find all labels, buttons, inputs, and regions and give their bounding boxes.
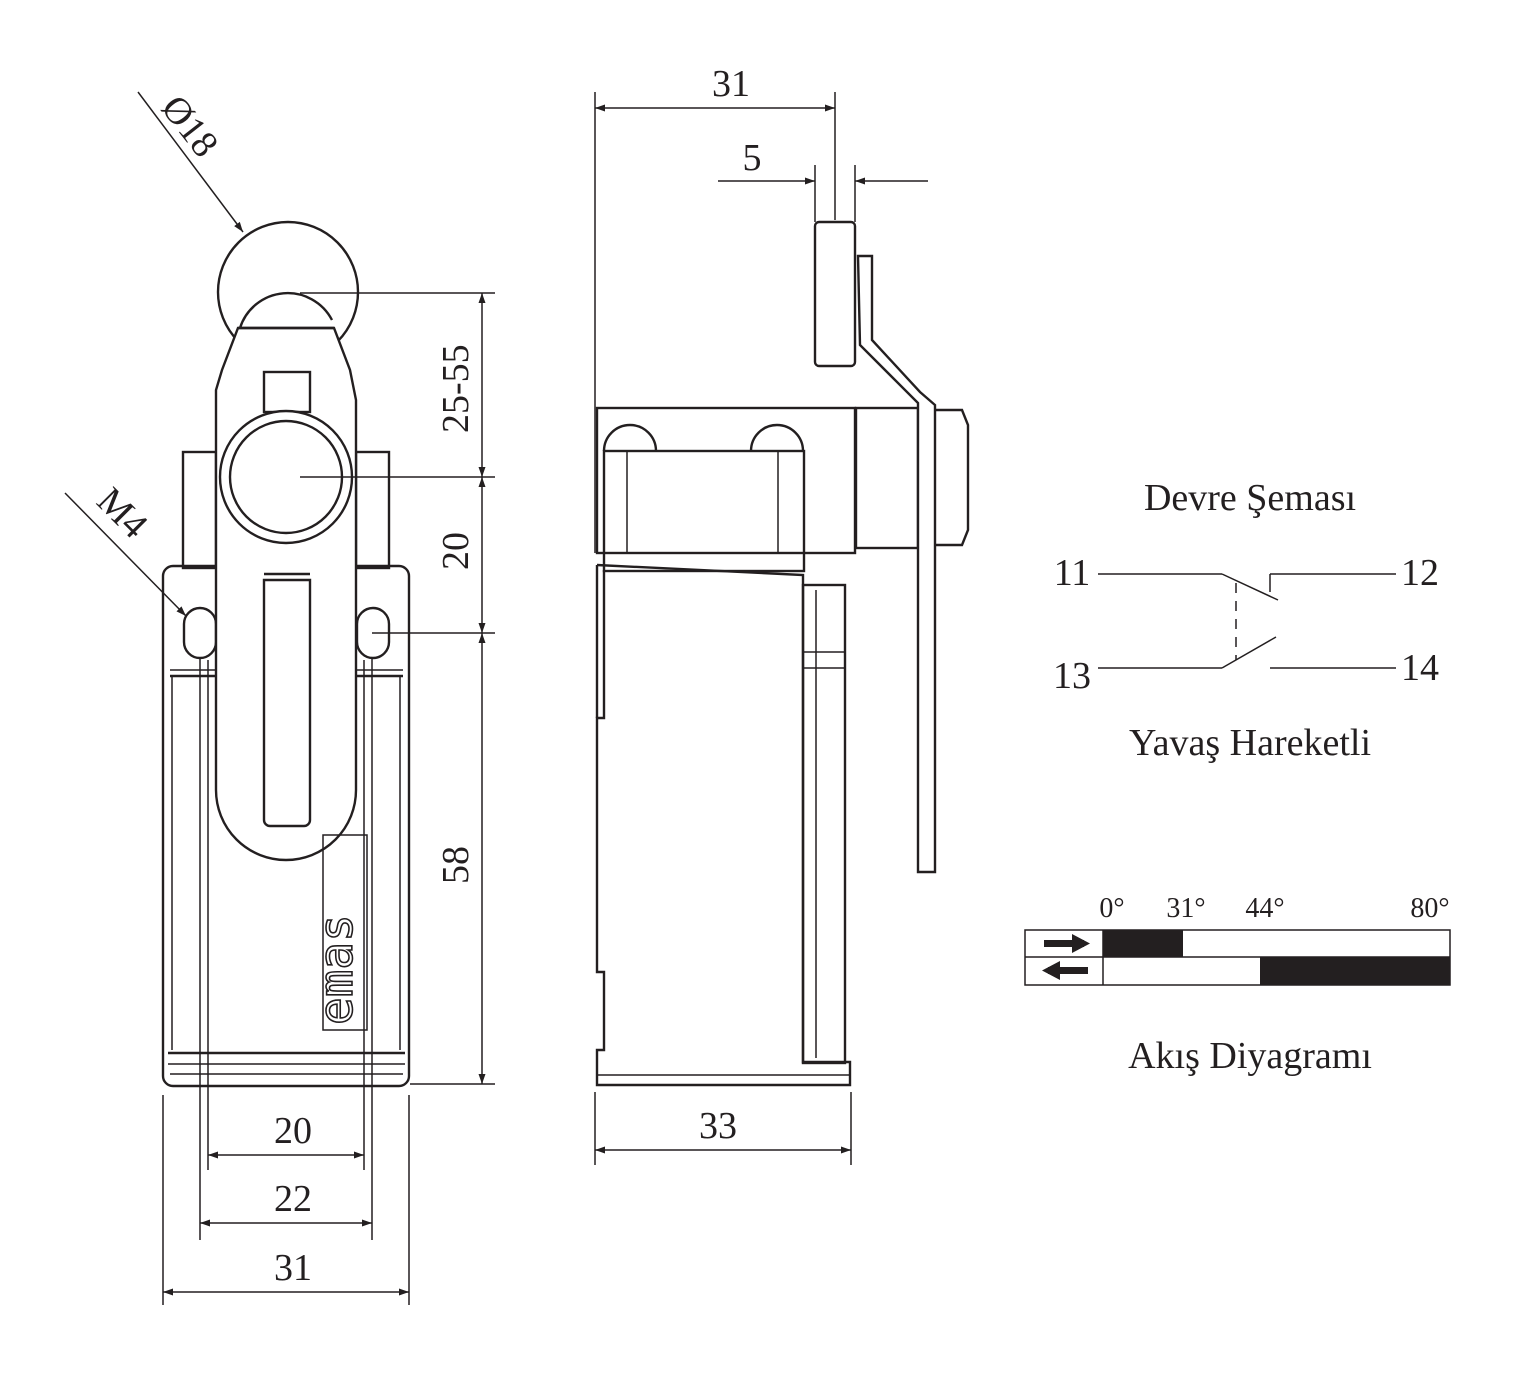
dim-hole-spacing: 20 [274,1110,312,1152]
dim-mount-thread: M4 [89,480,156,547]
nc-contact [1098,573,1396,601]
angle-80: 80° [1410,893,1449,924]
dim-lever-length: 25-55 [435,344,477,433]
side-body [595,220,970,1087]
emas-logo: emas [308,834,368,1031]
side-dimensions: 31 5 33 [594,63,928,1165]
flow-bar-forward [1103,930,1183,957]
dim-body-width: 31 [274,1247,312,1289]
angle-44: 44° [1245,893,1284,924]
angle-31: 31° [1166,893,1205,924]
front-dimensions: Ø18 M4 25-55 20 58 20 [64,88,495,1305]
circuit-diagram: Devre Şeması 11 12 13 14 Yavaş Hareketli [1053,477,1439,764]
flow-bar-return [1260,957,1450,985]
side-roller [813,220,857,368]
forward-arrow-icon [1044,934,1090,953]
dim-side-overall-width: 31 [712,63,750,105]
angle-0: 0° [1099,893,1124,924]
dim-inner-width: 22 [274,1178,312,1220]
terminal-11: 11 [1054,552,1091,594]
dim-body-height: 58 [435,846,477,884]
flow-title: Akış Diyagramı [1128,1035,1372,1077]
dim-body-depth: 33 [699,1105,737,1147]
dim-roller-width: 5 [743,137,762,179]
no-contact [1098,636,1396,669]
dim-mount-spacing-v: 20 [435,532,477,570]
dim-roller-diameter: Ø18 [153,88,226,165]
flow-diagram: 0° 31° 44° 80° Akış Diyagramı [1024,893,1451,1077]
return-arrow-icon [1042,961,1088,980]
svg-text:emas: emas [309,914,363,1025]
action-type: Yavaş Hareketli [1129,722,1371,764]
terminal-14: 14 [1401,647,1439,689]
flow-bars [1103,930,1450,985]
terminal-12: 12 [1401,552,1439,594]
front-lever [214,220,360,862]
terminal-13: 13 [1053,655,1091,697]
mount-hole-left [182,606,218,660]
circuit-title: Devre Şeması [1144,477,1356,519]
front-view: emas Ø18 M4 25-55 20 58 [64,88,495,1305]
side-view: 31 5 33 [594,63,970,1165]
